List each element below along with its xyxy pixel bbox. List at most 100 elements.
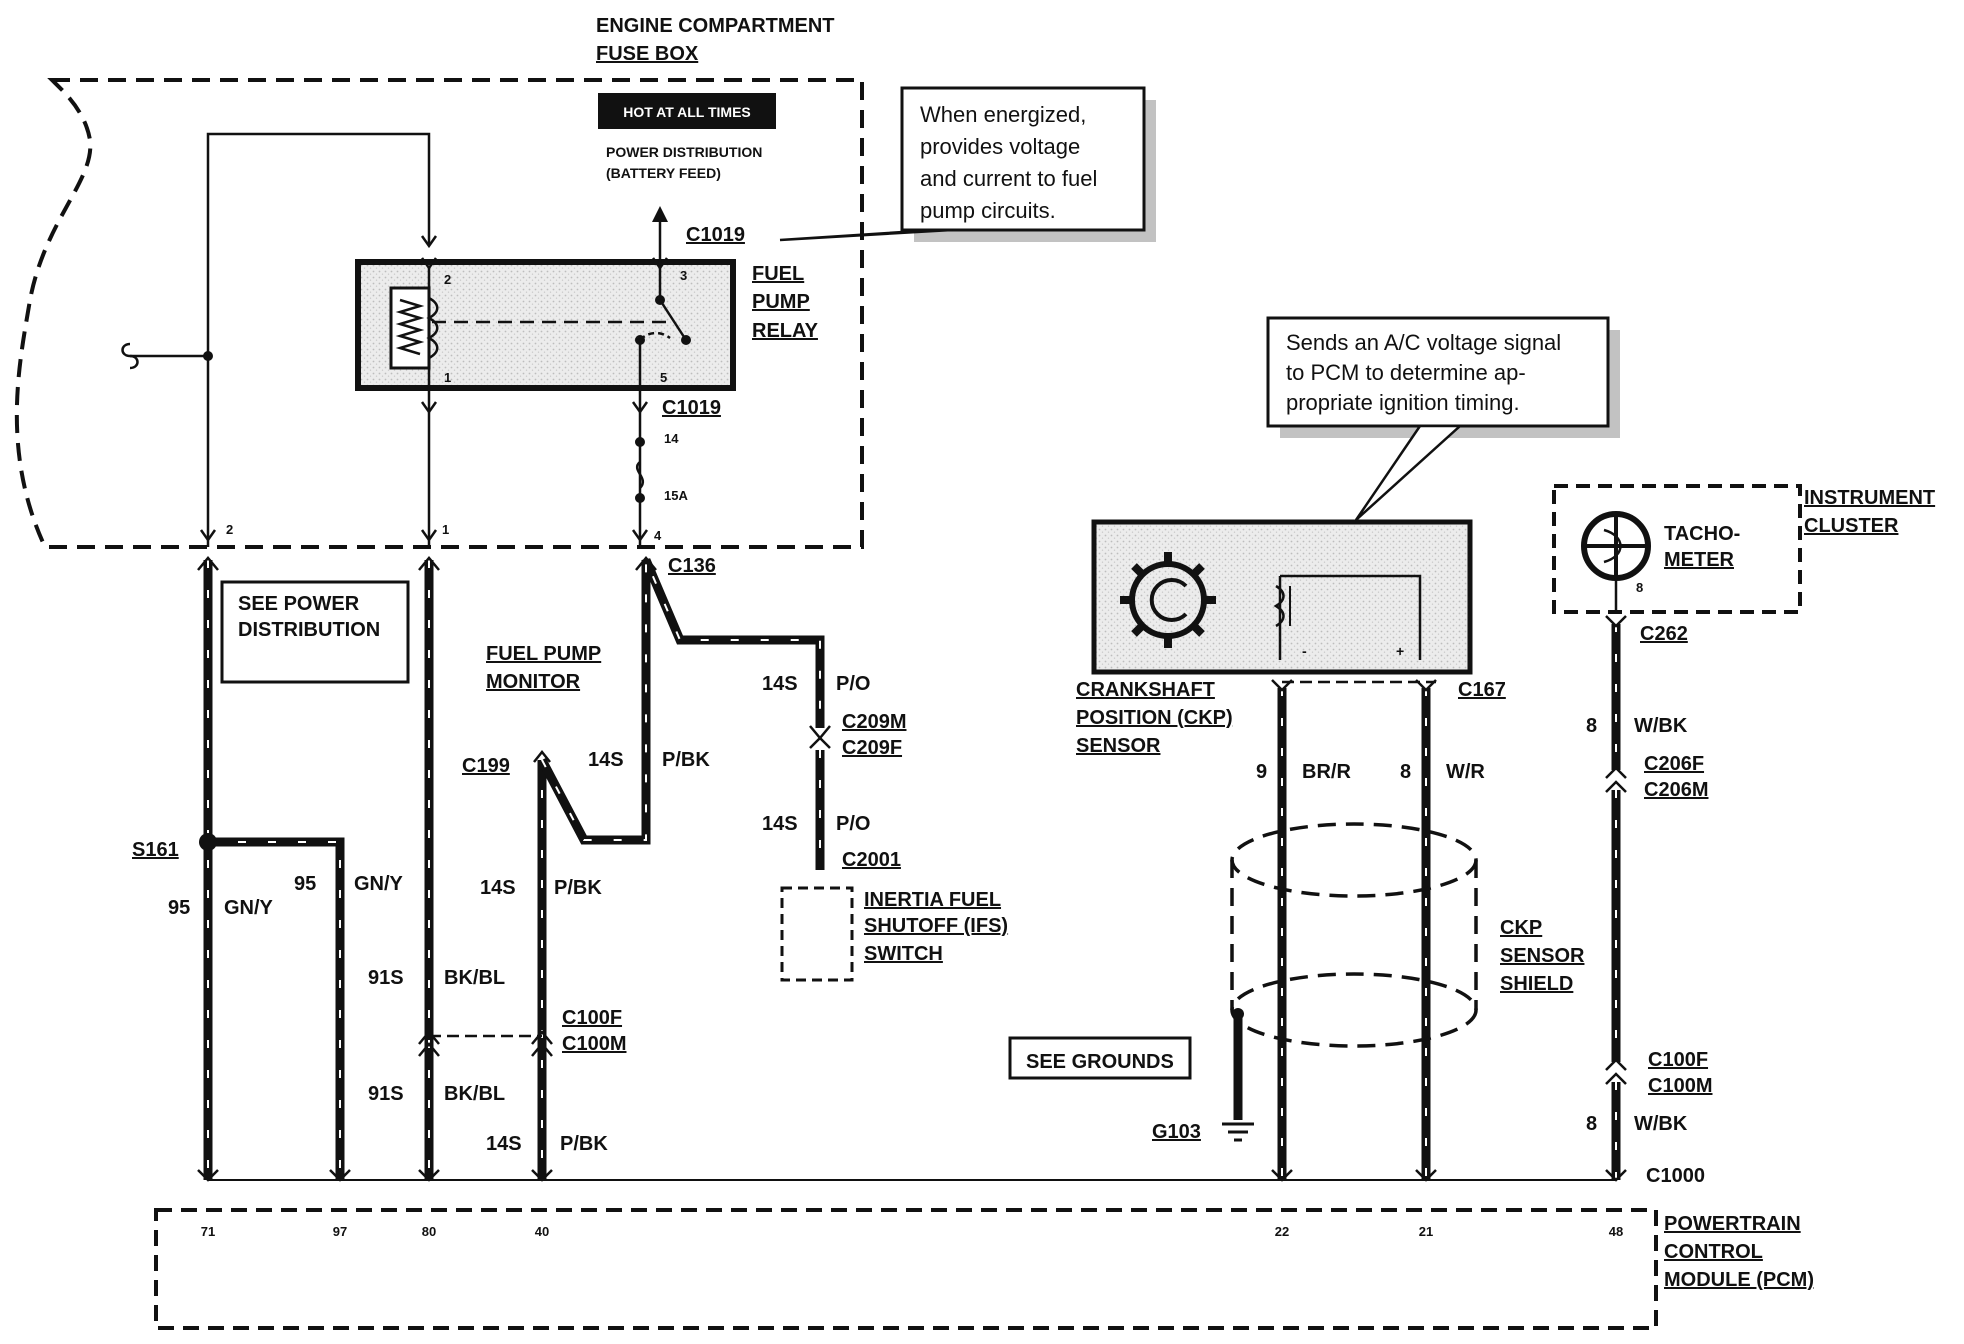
see-power-distribution-box[interactable] — [220, 580, 410, 684]
wire-14s-num-c: 14S — [588, 749, 624, 771]
wire-8-color-c: W/BK — [1634, 1113, 1688, 1135]
connector-c1019-top: C1019 — [686, 224, 745, 246]
wire-8-num-b: 8 — [1586, 715, 1597, 737]
ckp-label-1: CRANKSHAFT — [1076, 679, 1215, 701]
cluster-label-2: CLUSTER — [1804, 515, 1899, 537]
wire-95-color-a: GN/Y — [224, 897, 274, 919]
ifs-label-3: SWITCH — [864, 943, 943, 965]
tacho-pin-8: 8 — [1636, 580, 1643, 595]
fuse-box-pin-2: 2 — [226, 522, 233, 537]
wire-9-num: 9 — [1256, 761, 1267, 783]
wire-8-color-a: W/R — [1446, 761, 1485, 783]
wire-14s-color-d: P/O — [836, 673, 870, 695]
wire-14s-color-e: P/O — [836, 813, 870, 835]
fuse-box-pin-4: 4 — [654, 528, 662, 543]
fuse-box-title-2: FUSE BOX — [596, 43, 699, 65]
ckp-callout-line-3: propriate ignition timing. — [1286, 390, 1520, 415]
ground-g103: G103 — [1152, 1121, 1201, 1143]
ckp-callout-line-1: Sends an A/C voltage signal — [1286, 330, 1561, 355]
ckp-harness — [1222, 679, 1478, 1182]
pcm-pin-22: 22 — [1275, 1224, 1289, 1239]
see-power-distribution-line-2: DISTRIBUTION — [238, 619, 380, 641]
connector-c100m-right: C100M — [1648, 1075, 1712, 1097]
relay-pin-5: 5 — [660, 370, 667, 385]
connector-c1019-bottom: C1019 — [662, 397, 721, 419]
connector-c100f-right: C100F — [1648, 1049, 1708, 1071]
tacho-harness — [1605, 615, 1627, 1182]
wire-14s-num-b: 14S — [486, 1133, 522, 1155]
fuse-box: ENGINE COMPARTMENT FUSE BOX HOT AT ALL T… — [14, 15, 864, 549]
relay-coil — [389, 286, 439, 370]
connector-c209m: C209M — [842, 711, 906, 733]
power-distribution-label: POWER DISTRIBUTION — [606, 144, 762, 160]
relay-label-2: PUMP — [752, 291, 810, 313]
connector-c100m-left: C100M — [562, 1033, 626, 1055]
instrument-cluster — [1552, 484, 1802, 614]
ckp-callout-line-2: to PCM to determine ap- — [1286, 360, 1526, 385]
pcm-box — [154, 1208, 1658, 1330]
splice-s161-label: S161 — [132, 839, 179, 861]
wire-8-num-c: 8 — [1586, 1113, 1597, 1135]
wire-9-color: BR/R — [1302, 761, 1351, 783]
ifs-label-1: INERTIA FUEL — [864, 889, 1001, 911]
wire-14s-color-c: P/BK — [662, 749, 710, 771]
see-grounds-label: SEE GROUNDS — [1026, 1051, 1174, 1073]
connector-c100f-left: C100F — [562, 1007, 622, 1029]
relay-callout-line-1: When energized, — [920, 102, 1086, 127]
connector-c206f: C206F — [1644, 753, 1704, 775]
pcm-pin-71: 71 — [201, 1224, 215, 1239]
wire-14s-num-e: 14S — [762, 813, 798, 835]
ckp-label-2: POSITION (CKP) — [1076, 707, 1233, 729]
fuel-pump-monitor-line-1: FUEL PUMP — [486, 643, 601, 665]
fuse-rating: 15A — [664, 488, 688, 503]
relay-callout: When energized, provides voltage and cur… — [779, 86, 1156, 242]
ckp-plus: + — [1396, 643, 1404, 659]
pcm-pin-40: 40 — [535, 1224, 549, 1239]
ckp-label-3: SENSOR — [1076, 735, 1161, 757]
relay-callout-line-2: provides voltage — [920, 134, 1080, 159]
see-power-distribution-line-1: SEE POWER — [238, 593, 360, 615]
wire-91s-color-b: BK/BL — [444, 1083, 505, 1105]
wire-95-num-a: 95 — [168, 897, 190, 919]
connector-c209f: C209F — [842, 737, 902, 759]
relay-pin-1: 1 — [444, 370, 451, 385]
tacho-label-1: TACHO- — [1664, 523, 1740, 545]
splice-s161 — [199, 833, 217, 851]
battery-feed-label: (BATTERY FEED) — [606, 165, 721, 181]
connector-c2001: C2001 — [842, 849, 901, 871]
fuse-pin-14: 14 — [664, 431, 679, 446]
shield-label-1: CKP — [1500, 917, 1542, 939]
wire-8-num-a: 8 — [1400, 761, 1411, 783]
pcm-pin-48: 48 — [1609, 1224, 1623, 1239]
wire-95-num-b: 95 — [294, 873, 316, 895]
pcm-pin-21: 21 — [1419, 1224, 1433, 1239]
tacho-label-2: METER — [1664, 549, 1735, 571]
wire-91s-num-a: 91S — [368, 967, 404, 989]
pcm-pins: 71 97 80 40 22 21 48 — [201, 1224, 1623, 1239]
pcm-label-2: CONTROL — [1664, 1241, 1763, 1263]
inertia-fuel-shutoff-switch — [780, 886, 854, 982]
shield-label-3: SHIELD — [1500, 973, 1573, 995]
see-grounds-box[interactable] — [1008, 1036, 1192, 1080]
pcm-label-1: POWERTRAIN — [1664, 1213, 1801, 1235]
connector-c206m: C206M — [1644, 779, 1708, 801]
pcm-pin-80: 80 — [422, 1224, 436, 1239]
cluster-label-1: INSTRUMENT — [1804, 487, 1935, 509]
relay-callout-line-4: pump circuits. — [920, 198, 1056, 223]
connector-c167: C167 — [1458, 679, 1506, 701]
ckp-sensor: - + — [1091, 519, 1473, 675]
relay-pin-3: 3 — [680, 268, 687, 283]
relay-label-1: FUEL — [752, 263, 804, 285]
connector-c136: C136 — [668, 555, 716, 577]
connector-c199: C199 — [462, 755, 510, 777]
wire-14s-color-a: P/BK — [554, 877, 602, 899]
pcm-pin-97: 97 — [333, 1224, 347, 1239]
fuse-box-pin-1: 1 — [442, 522, 449, 537]
pcm-label-3: MODULE (PCM) — [1664, 1269, 1814, 1291]
hot-at-all-times-text: HOT AT ALL TIMES — [623, 104, 751, 120]
wire-14s-num-a: 14S — [480, 877, 516, 899]
wire-14s-color-b: P/BK — [560, 1133, 608, 1155]
ifs-label-2: SHUTOFF (IFS) — [864, 915, 1008, 937]
wire-8-color-b: W/BK — [1634, 715, 1688, 737]
